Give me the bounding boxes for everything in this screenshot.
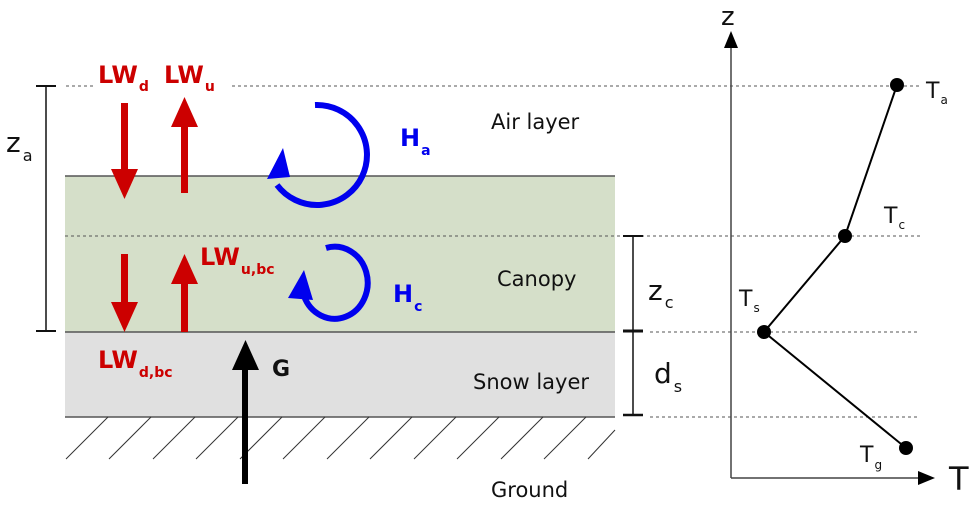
t-axis-arrowhead [918,471,935,485]
tg-label: Tg [859,443,882,472]
heat-canopy-circulation-icon [288,243,371,322]
lw-up-bc-arrow [171,254,198,332]
tc-label: Tc [883,204,905,232]
point-tc [838,229,852,243]
heat-canopy-label: Hc [393,280,422,315]
canopy-label: Canopy [497,267,576,291]
za-dimension [36,85,56,332]
level-dashes [65,85,920,418]
heat-air-circulation-icon [267,101,370,208]
lw-down-bc-arrow [111,254,138,332]
ts-label: Ts [738,287,760,315]
zc-ds-dimension [623,235,643,417]
point-tg [899,441,913,455]
ground-hatching [65,416,616,460]
lw-up-label: LWu [164,61,215,95]
ground-heat-arrow [232,340,259,484]
air-layer-label: Air layer [491,110,580,134]
ta-label: Ta [925,79,948,107]
snow-layer-label: Snow layer [473,370,589,394]
lw-up-arrow [171,97,198,193]
snow-layer [65,332,615,417]
ground-heat-label: G [272,357,290,382]
z-axis-label: z [721,2,735,32]
heat-air-label: Ha [400,124,431,159]
temperature-profile-line [762,84,907,449]
profile-axes [730,45,920,479]
lw-up-bc-label: LWu,bc [200,243,275,278]
ground-label: Ground [491,478,568,502]
z-axis-arrowhead [724,31,738,48]
point-ta [890,78,904,92]
lw-down-arrow [111,103,138,199]
lw-down-label: LWd [98,61,149,95]
t-axis-label: T [948,460,969,498]
lw-down-bc-label: LWd,bc [98,346,173,381]
point-ts [757,325,771,339]
